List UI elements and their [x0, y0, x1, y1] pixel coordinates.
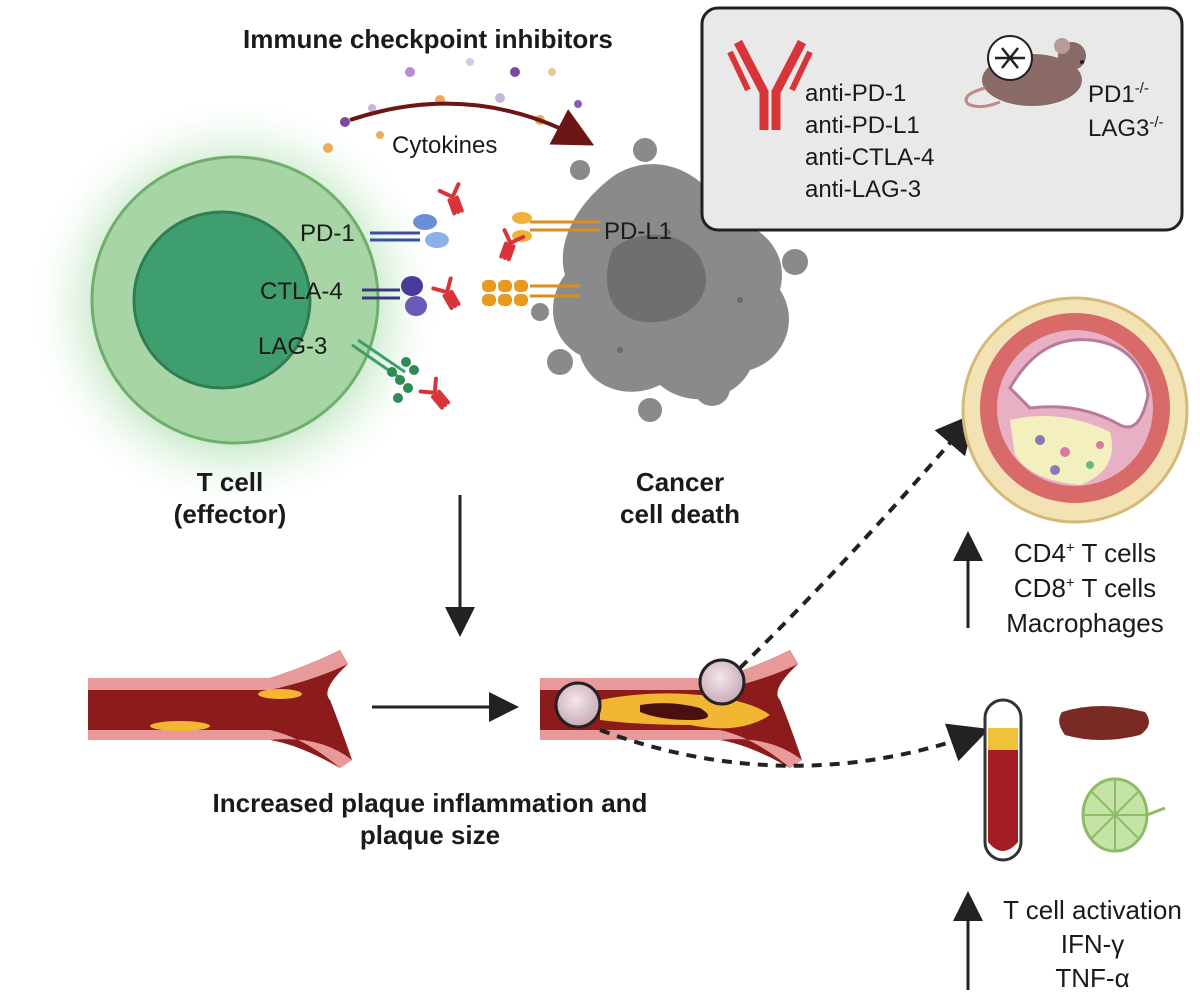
lag3-receptor [351, 338, 419, 403]
cell-name: CD8 [1013, 573, 1066, 603]
blood-markers-list: T cell activation IFN-γ TNF-α [985, 893, 1200, 995]
ctla4-label: CTLA-4 [260, 278, 343, 305]
cytokine-arrow [349, 101, 595, 146]
tcell-label: T cell (effector) [150, 466, 310, 530]
pdl1-label: PD-L1 [604, 218, 673, 245]
artery-plaque [540, 650, 802, 768]
pd1-label: PD-1 [300, 220, 355, 247]
cell-sup: + [1065, 539, 1075, 557]
plaque-label-line2: plaque size [359, 820, 501, 850]
plaque-label-line1: Increased plaque inflammation and [212, 788, 648, 818]
knockout-name: PD1 [1088, 81, 1135, 108]
pd1-receptor [370, 214, 449, 248]
knockout-item: LAG3-/- [1088, 112, 1164, 146]
cell-name: CD4 [1013, 538, 1066, 568]
antibody-item: anti-LAG-3 [805, 176, 922, 203]
cancer-label: Cancer cell death [585, 466, 775, 530]
blood-marker-item: TNF-α [1055, 963, 1130, 993]
knockout-item: PD1-/- [1088, 78, 1164, 112]
t-cell [25, 95, 445, 515]
dashed-arrow-to-blood [599, 723, 990, 768]
cytokines-label: Cytokines [392, 132, 498, 159]
spleen-icon [1059, 706, 1149, 740]
cancer-label-line2: cell death [620, 499, 740, 529]
page-title: Immune checkpoint inhibitors [243, 24, 613, 54]
artery-normal [88, 650, 352, 768]
dashed-arrow-to-plaque [738, 412, 976, 670]
ctla4-receptor [362, 276, 427, 316]
cell-name: Macrophages [1006, 608, 1164, 638]
lag3-label: LAG-3 [258, 333, 328, 360]
antibody-item: anti-PD-1 [805, 80, 907, 107]
plaque-cell-item: CD8+ T cells [975, 571, 1195, 606]
knockout-sup: -/- [1134, 80, 1149, 97]
plaque-cell-item: Macrophages [975, 606, 1195, 641]
plaque-cross-section [961, 296, 1189, 524]
cell-sup: + [1065, 574, 1075, 592]
blood-tube [983, 698, 1023, 862]
blood-marker-item: IFN-γ [1060, 929, 1125, 959]
plaque-cells-list: CD4+ T cells CD8+ T cells Macrophages [975, 536, 1195, 641]
tcell-label-line2: (effector) [173, 499, 287, 529]
tcell-label-line1: T cell [196, 467, 264, 497]
knockout-name: LAG3 [1088, 115, 1150, 142]
knockout-sup: -/- [1149, 114, 1164, 131]
antibody-item: anti-CTLA-4 [805, 144, 935, 171]
antibody-icon [727, 39, 813, 130]
cell-rest: T cells [1074, 538, 1157, 568]
lymph-node-icon [1081, 777, 1166, 853]
cancer-label-line1: Cancer [635, 467, 725, 497]
cell-rest: T cells [1074, 573, 1157, 603]
antibody-item: anti-PD-L1 [805, 112, 920, 139]
antibody-list: anti-PD-1 anti-PD-L1 anti-CTLA-4 anti-LA… [805, 78, 934, 206]
mouse-icon [964, 35, 1086, 109]
knockout-list: PD1-/- LAG3-/- [1088, 78, 1164, 146]
plaque-cell-item: CD4+ T cells [975, 536, 1195, 571]
plaque-label: Increased plaque inflammation and plaque… [180, 787, 680, 851]
b7-ligand [482, 280, 580, 306]
blood-marker-item: T cell activation [1003, 895, 1182, 925]
antibody-pd1 [437, 182, 470, 218]
